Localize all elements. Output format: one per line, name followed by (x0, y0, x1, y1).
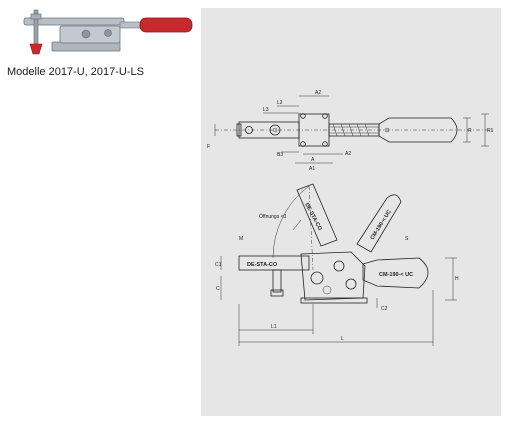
red-handle (139, 17, 193, 33)
pivot-2 (104, 29, 112, 37)
arm-brand: DE-STA-CO (247, 262, 278, 268)
pivot-1 (81, 29, 91, 39)
label-l2: L2 (277, 100, 283, 106)
label-top-a2: A2 (315, 90, 321, 96)
label-r1: R1 (487, 128, 494, 134)
spindle-nut (30, 13, 42, 20)
label-b3: B3 (277, 152, 283, 158)
label-offnungs-winkel: Öffnungs <3 (259, 213, 287, 220)
side-view: DE-STA-CO CM-190-< UC DE-STA-CO CM-190-<… (215, 183, 459, 346)
handle-text: CM-190-< UC (379, 272, 413, 278)
product-photo (23, 9, 193, 55)
label-s: S (405, 236, 409, 242)
label-f: F (207, 144, 210, 150)
spindle-red-tip (29, 43, 43, 55)
label-bottom-a2: A2 (345, 151, 351, 157)
technical-drawing-panel: A2 L2 L3 R R1 F B3 A A2 A1 DE-STA-CO CM-… (201, 8, 501, 416)
label-h: H (455, 276, 459, 282)
product-caption: Modelle 2017-U, 2017-U-LS (7, 66, 144, 78)
top-view: A2 L2 L3 R R1 F B3 A A2 A1 (207, 90, 494, 172)
label-r: R (468, 128, 472, 134)
clamp-arm (23, 17, 125, 26)
handle-shaft (119, 21, 143, 29)
label-a: A (311, 157, 315, 163)
label-l: L (341, 336, 344, 342)
label-m: M (239, 236, 243, 242)
label-l3: L3 (263, 107, 269, 113)
technical-drawing: A2 L2 L3 R R1 F B3 A A2 A1 DE-STA-CO CM-… (207, 90, 494, 346)
label-c1: C1 (215, 262, 222, 268)
raised-handle-text: CM-190-< UC (370, 209, 393, 241)
label-a1: A1 (309, 166, 315, 172)
label-l1: L1 (271, 324, 277, 330)
label-c2: C2 (381, 306, 388, 312)
label-c: C (216, 286, 220, 292)
